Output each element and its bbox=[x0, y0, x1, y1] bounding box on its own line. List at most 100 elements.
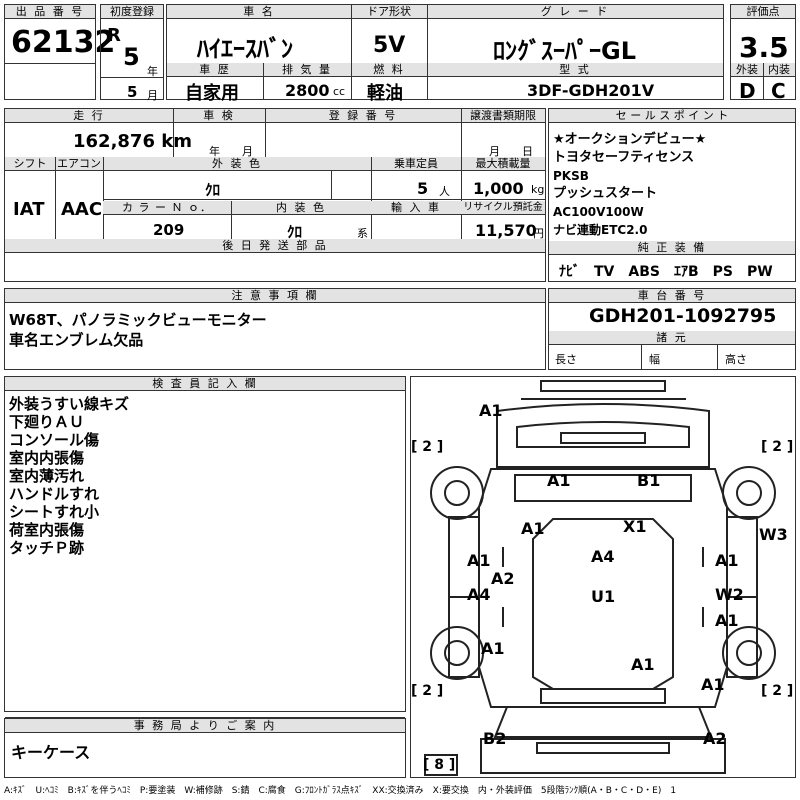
notes-label: 注 意 事 項 欄 bbox=[5, 289, 545, 303]
registration-era: R bbox=[107, 25, 121, 46]
chassis-number: GDH201-1092795 bbox=[589, 305, 777, 327]
displacement: 2800 bbox=[285, 81, 330, 100]
damage-left-a4: A4 bbox=[467, 585, 491, 604]
cc-unit: cc bbox=[333, 85, 346, 98]
int-score-label: 内装 bbox=[763, 63, 795, 77]
details-box: 走 行 車 検 登 録 番 号 譲渡書類期限 162,876 km 年 月 月 … bbox=[4, 108, 546, 282]
reg-number-label: 登 録 番 号 bbox=[265, 109, 461, 123]
damage-u1: U1 bbox=[591, 587, 616, 606]
inspector-note: タッチＰ跡 bbox=[9, 539, 85, 557]
door-label: ドア形状 bbox=[351, 5, 427, 19]
inspection-date: 年 月 bbox=[209, 145, 253, 158]
kei-unit: 系 bbox=[357, 227, 368, 240]
yen-unit: 円 bbox=[533, 227, 544, 240]
vehicle-info-box: 車 名 ドア形状 グ レ ー ド ﾊｲｴｰｽﾊﾞﾝ 5V ﾛﾝｸﾞｽｰﾊﾟｰGL… bbox=[166, 4, 724, 104]
lot-number-label: 出 品 番 号 bbox=[5, 5, 95, 19]
sales-point-box: セ ー ル ス ポ イ ン ト ★オークションデビュー★ トヨタセーフティセンス… bbox=[548, 108, 796, 282]
inspector-box: 検 査 員 記 入 欄 外装うすい線キズ 下廻りＡＵ コンソール傷 室内内張傷 … bbox=[4, 376, 406, 718]
model-code: 3DF-GDH201V bbox=[527, 81, 655, 100]
notes-box: 注 意 事 項 欄 W68T、パノラミックビューモニター 車名エンブレム欠品 bbox=[4, 288, 546, 370]
person-unit: 人 bbox=[439, 185, 450, 198]
later-parts-label: 後 日 発 送 部 品 bbox=[5, 239, 545, 253]
damage-door-a1: A1 bbox=[547, 471, 571, 490]
sales-point-label: セ ー ル ス ポ イ ン ト bbox=[549, 109, 795, 123]
aircon-type: AAC bbox=[61, 199, 103, 220]
month-unit: 月 bbox=[147, 89, 158, 102]
damage-x1: X1 bbox=[623, 517, 647, 536]
inspector-note-list: 外装うすい線キズ 下廻りＡＵ コンソール傷 室内内張傷 室内薄汚れ ハンドルすれ… bbox=[9, 395, 129, 557]
damage-b2: B2 bbox=[483, 729, 507, 748]
inspector-note: 荷室内張傷 bbox=[9, 521, 85, 539]
damage-a2: A2 bbox=[703, 729, 727, 748]
history-label: 車 歴 bbox=[167, 63, 263, 77]
chassis-box: 車 台 番 号 GDH201-1092795 諸 元 長さ 幅 高さ bbox=[548, 288, 796, 370]
mileage-label: 走 行 bbox=[5, 109, 173, 123]
office-label: 事 務 局 よ り ご 案 内 bbox=[5, 719, 405, 733]
inspector-note: 室内薄汚れ bbox=[9, 467, 85, 485]
exterior-color: ｸﾛ bbox=[205, 181, 221, 199]
mileage: 162,876 km bbox=[73, 131, 192, 152]
capacity-label: 乗車定員 bbox=[371, 157, 461, 171]
fuel-label: 燃 料 bbox=[351, 63, 427, 77]
lot-number-box: 出 品 番 号 62132 bbox=[4, 4, 115, 100]
inspector-note: 下廻りＡＵ bbox=[9, 413, 85, 431]
fuel-type: 軽油 bbox=[367, 83, 403, 104]
max-load-label: 最大積載量 bbox=[461, 157, 545, 171]
equipment-label: 純 正 装 備 bbox=[549, 241, 795, 255]
car-name-label: 車 名 bbox=[167, 5, 351, 19]
tire-tread-bl: [ 2 ] bbox=[411, 683, 444, 699]
shift-type: IAT bbox=[13, 199, 45, 220]
equipment-list: ﾅﾋﾞ TV ABS ｴｱB PS PW bbox=[559, 264, 773, 280]
year-unit: 年 bbox=[147, 65, 158, 78]
office-box: 事 務 局 よ り ご 案 内 キーケース bbox=[4, 718, 406, 778]
damage-left-a2: A2 bbox=[491, 569, 515, 588]
ext-color-label: 外 装 色 bbox=[103, 157, 371, 171]
overall-score: 3.5 bbox=[739, 31, 789, 64]
chassis-label: 車 台 番 号 bbox=[549, 289, 795, 303]
recycle-fee: 11,570 bbox=[475, 221, 537, 240]
sales-point-item: トヨタセーフティセンス bbox=[553, 150, 695, 165]
first-registration-box: 初度登録 R 5 年 5 月 bbox=[100, 4, 164, 102]
recycle-label: リサイクル預託金 bbox=[461, 201, 545, 215]
damage-legend: A:ｷｽﾞ U:ﾍｺﾐ B:ｷｽﾞを伴うﾍｺﾐ P:要塗装 W:補修跡 S:錆 … bbox=[4, 786, 677, 796]
inspector-note: コンソール傷 bbox=[9, 431, 100, 449]
interior-color: ｸﾛ bbox=[287, 223, 303, 241]
damage-right-a1: A1 bbox=[715, 551, 739, 570]
sales-point-item: ★オークションデビュー★ bbox=[553, 132, 707, 147]
tire-tread-tl: [ 2 ] bbox=[411, 439, 444, 455]
registration-year: 5 bbox=[123, 43, 140, 71]
tire-tread-br: [ 2 ] bbox=[761, 683, 794, 699]
registration-month: 5 bbox=[127, 83, 138, 101]
shift-label: シフト bbox=[5, 157, 55, 171]
inspector-note: シートすれ小 bbox=[9, 503, 100, 521]
damage-right-a1-lower: A1 bbox=[715, 611, 739, 630]
transfer-label: 譲渡書類期限 bbox=[461, 109, 545, 123]
damage-pillar-a1: A1 bbox=[521, 519, 545, 538]
sales-point-item: ナビ連動ETC2.0 bbox=[553, 223, 648, 237]
damage-left-a1-lower: A1 bbox=[481, 639, 505, 658]
damage-hood-a1: A1 bbox=[631, 655, 655, 674]
inspection-label: 車 検 bbox=[173, 109, 265, 123]
lot-number: 62132 bbox=[11, 25, 116, 60]
int-color-label: 内 装 色 bbox=[231, 201, 371, 215]
color-number: 209 bbox=[153, 221, 185, 239]
damage-rear-a1: A1 bbox=[479, 401, 503, 420]
seating-capacity: 5 bbox=[417, 179, 429, 198]
kg-unit: kg bbox=[531, 183, 545, 196]
inspector-note: 外装うすい線キズ bbox=[9, 395, 130, 413]
aircon-label: エアコン bbox=[55, 157, 103, 171]
sales-point-list: ★オークションデビュー★ トヨタセーフティセンス PKSB プッシュスタート A… bbox=[553, 131, 706, 239]
grade-label: グ レ ー ド bbox=[427, 5, 723, 19]
inspector-note: ハンドルすれ bbox=[9, 485, 100, 503]
color-no-label: カ ラ ー Ｎ ｏ． bbox=[103, 201, 231, 215]
notes-line-1: W68T、パノラミックビューモニター bbox=[9, 311, 267, 329]
inspector-note: 室内内張傷 bbox=[9, 449, 85, 467]
sales-point-item: AC100V100W bbox=[553, 205, 644, 219]
width-label: 幅 bbox=[649, 353, 660, 366]
specs-label: 諸 元 bbox=[549, 331, 795, 345]
exterior-score: D bbox=[739, 79, 756, 103]
inspector-label: 検 査 員 記 入 欄 bbox=[5, 377, 405, 391]
max-load: 1,000 bbox=[473, 179, 524, 198]
displacement-label: 排 気 量 bbox=[263, 63, 351, 77]
office-note: キーケース bbox=[11, 743, 91, 762]
